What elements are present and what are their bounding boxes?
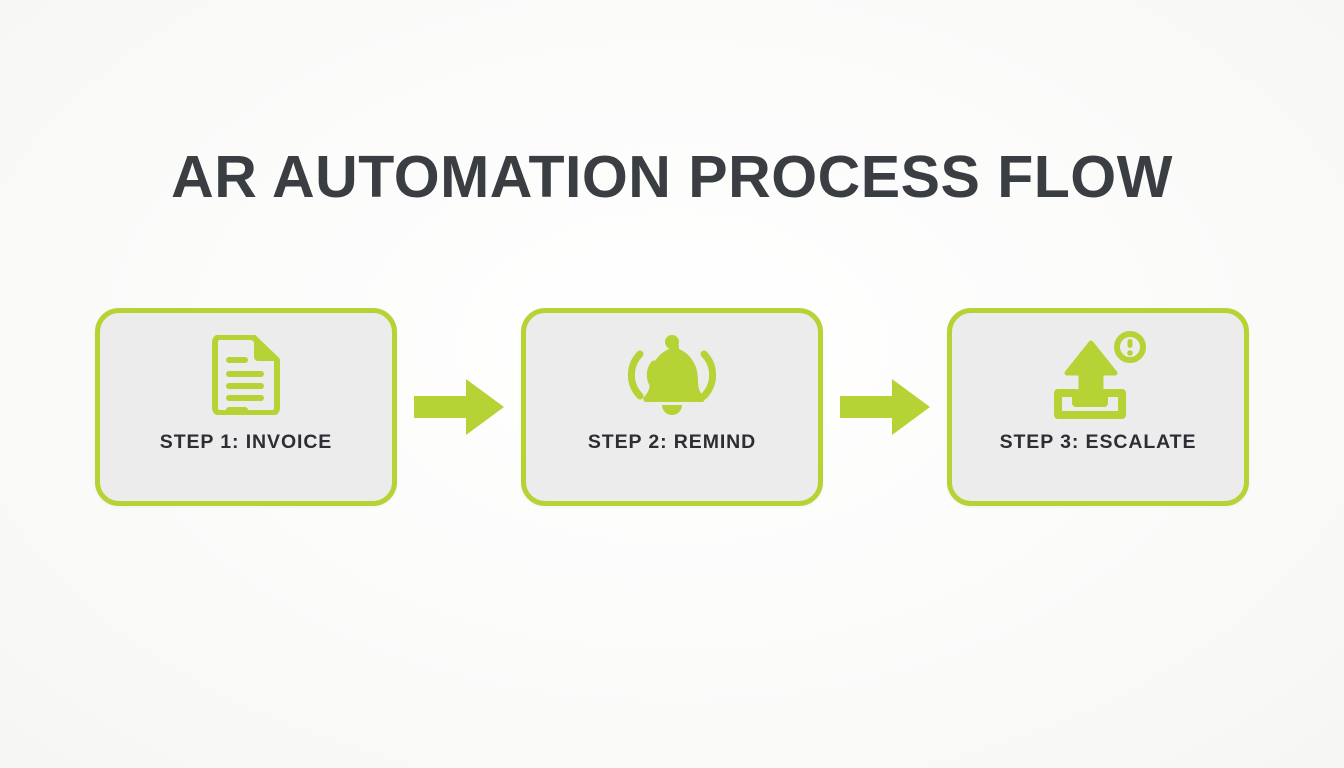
bell-icon: [616, 332, 728, 418]
step-label-invoice: STEP 1: INVOICE: [159, 431, 333, 453]
connector-arrow-1: [411, 373, 507, 441]
step-card-remind[interactable]: STEP 2: REMIND: [521, 308, 823, 506]
step-icon-slot: [100, 313, 392, 431]
step-label-escalate: STEP 3: ESCALATE: [999, 431, 1197, 453]
document-icon: [209, 335, 283, 415]
step-card-invoice[interactable]: STEP 1: INVOICE: [95, 308, 397, 506]
escalate-upload-alert-icon: [1046, 331, 1150, 419]
step-icon-slot: [526, 313, 818, 431]
arrow-right-icon: [838, 375, 932, 439]
process-flow: STEP 1: INVOICE: [95, 308, 1249, 506]
connector-arrow-2: [837, 373, 933, 441]
step-icon-slot: [952, 313, 1244, 431]
arrow-right-icon: [412, 375, 506, 439]
page-title: AR AUTOMATION PROCESS FLOW: [171, 144, 1173, 210]
step-label-remind: STEP 2: REMIND: [587, 431, 757, 453]
step-card-escalate[interactable]: STEP 3: ESCALATE: [947, 308, 1249, 506]
